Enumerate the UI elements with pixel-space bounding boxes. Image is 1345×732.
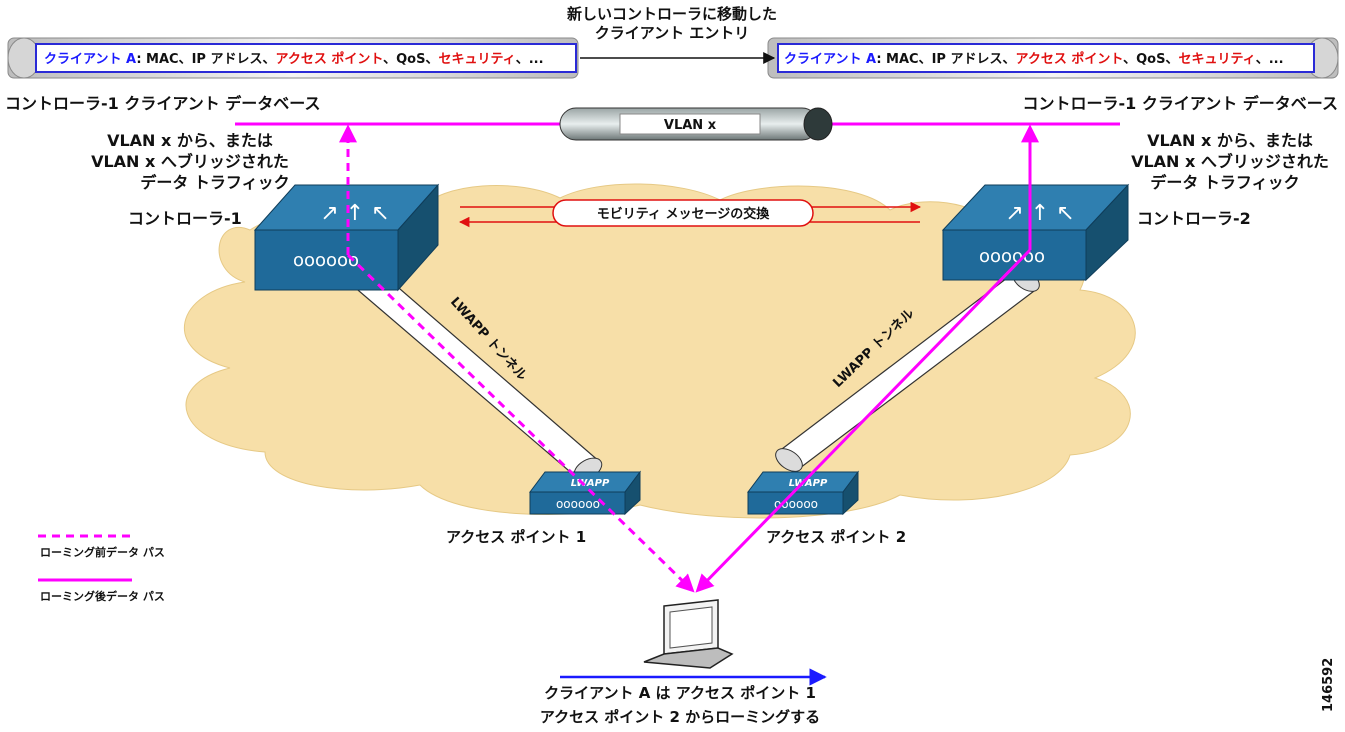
entry-tail: 、... — [1256, 52, 1284, 67]
db-label-left: コントローラ-1 クライアント データベース — [5, 94, 320, 113]
client-caption-line1: クライアント A は アクセス ポイント 1 — [544, 684, 816, 702]
controller-2: oooooo ↗ ↑ ↖ — [941, 183, 1130, 282]
svg-text:クライアント A: MAC、IP アドレス、アクセス ポイン: クライアント A: MAC、IP アドレス、アクセス ポイント、QoS、セキュリ… — [44, 51, 544, 67]
entry-qos: 、QoS、 — [1123, 52, 1178, 67]
svg-text:VLAN x へブリッジされた: VLAN x へブリッジされた — [1131, 152, 1329, 171]
entry-ap: アクセス ポイント — [275, 51, 383, 67]
db-label-right: コントローラ-1 クライアント データベース — [1023, 94, 1338, 113]
controller-2-arrows-icon: ↗ ↑ ↖ — [1005, 201, 1074, 226]
controller-1-ports-icon: oooooo — [293, 250, 359, 271]
ap1-ports-icon: oooooo — [556, 497, 600, 511]
client-entry-left: クライアント A: MAC、IP アドレス、アクセス ポイント、QoS、セキュリ… — [35, 43, 577, 73]
entry-ap: アクセス ポイント — [1015, 51, 1123, 67]
path-before-roaming-down — [346, 253, 695, 593]
svg-text:VLAN x から、または: VLAN x から、または — [107, 131, 273, 150]
traffic-label-right: VLAN x から、または VLAN x へブリッジされた データ トラフィック — [1131, 131, 1329, 192]
mobility-exchange: モビリティ メッセージの交換 — [458, 199, 922, 228]
laptop-icon — [643, 599, 734, 669]
legend: ローミング前データ パス ローミング後データ パス — [38, 534, 165, 603]
traffic-label-left: VLAN x から、または VLAN x へブリッジされた データ トラフィック — [91, 131, 290, 192]
svg-text:データ トラフィック: データ トラフィック — [140, 173, 289, 192]
network-cloud — [183, 183, 1136, 519]
ap2-label: アクセス ポイント 2 — [766, 528, 906, 546]
vlan-tunnel: VLAN x — [559, 107, 833, 141]
entry-qos: 、QoS、 — [383, 52, 438, 67]
svg-text:クライアント A: MAC、IP アドレス、アクセス ポイン: クライアント A: MAC、IP アドレス、アクセス ポイント、QoS、セキュリ… — [784, 51, 1284, 67]
legend-before: ローミング前データ パス — [40, 545, 165, 559]
access-point-1: oooooo LWAPP — [529, 470, 641, 516]
entry-client: クライアント A — [44, 52, 136, 67]
client-caption-line2: アクセス ポイント 2 からローミングする — [540, 708, 820, 726]
legend-after: ローミング後データ パス — [40, 589, 165, 603]
ap1-badge: LWAPP — [571, 478, 610, 489]
move-label-line2: クライアント エントリ — [595, 24, 750, 42]
ap2-badge: LWAPP — [789, 478, 828, 489]
access-point-2: oooooo LWAPP — [747, 470, 859, 516]
svg-text:VLAN x から、または: VLAN x から、または — [1147, 131, 1313, 150]
svg-text:VLAN x へブリッジされた: VLAN x へブリッジされた — [91, 152, 289, 171]
controller-1-arrows-icon: ↗ ↑ ↖ — [320, 201, 389, 226]
vlan-tunnel-label: VLAN x — [664, 118, 717, 133]
entry-client: クライアント A — [784, 52, 876, 67]
controller-1-label: コントローラ-1 — [128, 209, 242, 228]
entry-security: セキュリティ — [438, 52, 515, 67]
entry-tail: 、... — [516, 52, 544, 67]
figure-id: 146592 — [1321, 658, 1336, 712]
entry-fields: : MAC、IP アドレス、 — [136, 52, 275, 67]
controller-2-ports-icon: oooooo — [979, 246, 1045, 267]
entry-security: セキュリティ — [1178, 52, 1255, 67]
path-after-roaming-down — [695, 248, 1032, 593]
entry-fields: : MAC、IP アドレス、 — [876, 52, 1015, 67]
client-entry-right: クライアント A: MAC、IP アドレス、アクセス ポイント、QoS、セキュリ… — [777, 43, 1315, 73]
ap1-label: アクセス ポイント 1 — [446, 528, 586, 546]
move-label-line1: 新しいコントローラに移動した — [567, 5, 777, 23]
controller-2-label: コントローラ-2 — [1137, 209, 1251, 228]
mobility-label: モビリティ メッセージの交換 — [597, 206, 770, 222]
svg-text:データ トラフィック: データ トラフィック — [1150, 173, 1299, 192]
